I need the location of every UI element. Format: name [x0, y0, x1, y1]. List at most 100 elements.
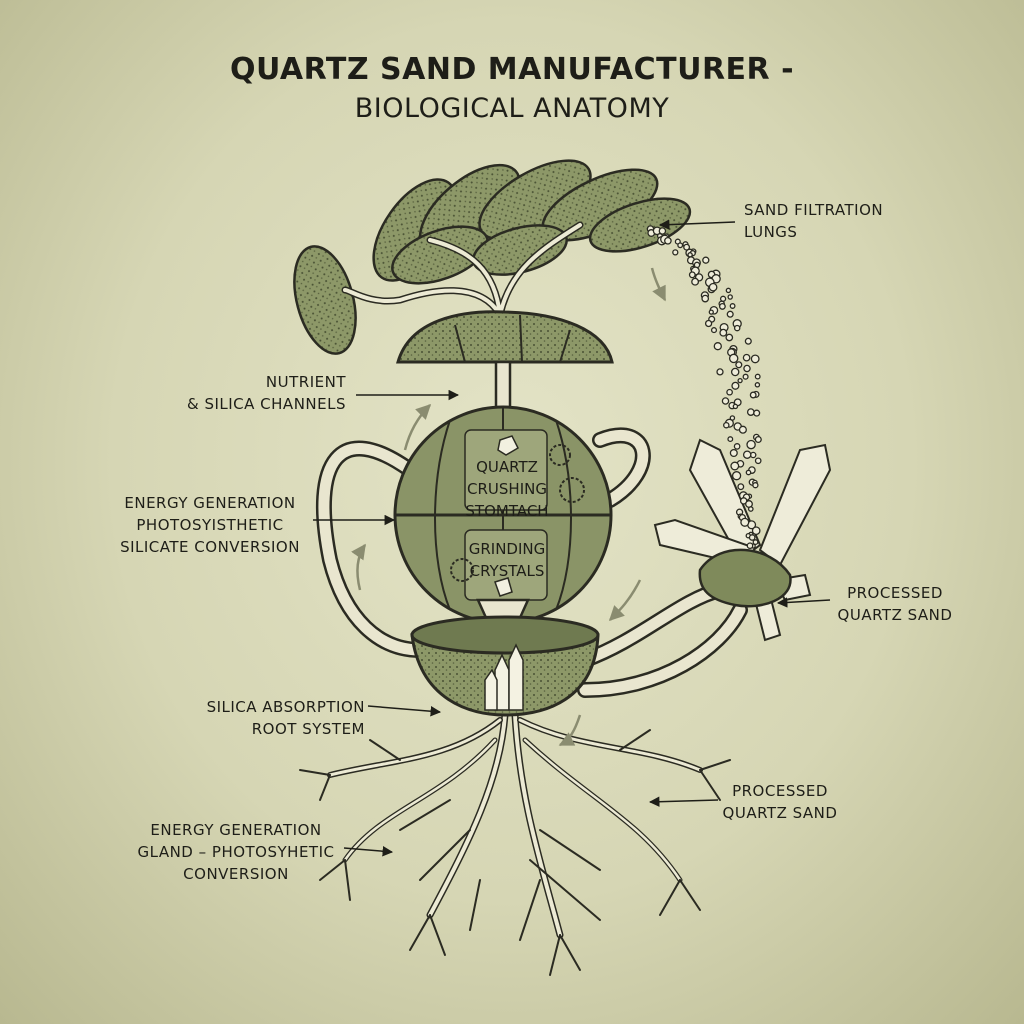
sand-grain: [677, 242, 684, 249]
stomach-label-line-3: STOMTACH: [465, 502, 549, 520]
sand-grain: [729, 303, 736, 309]
label-energy-gland-line-3: CONVERSION: [183, 865, 289, 883]
sand-grain: [749, 391, 757, 399]
label-processed-sand-top-line-1: PROCESSED: [847, 584, 943, 602]
sand-grain: [733, 443, 741, 450]
sand-grain: [746, 439, 756, 450]
label-energy-generation-top-line-1: ENERGY GENERATION: [124, 494, 296, 512]
sand-grain: [718, 302, 726, 310]
sand-grain: [752, 482, 759, 489]
side-tubes: [315, 427, 748, 698]
sand-grain: [723, 421, 730, 429]
sand-grain: [702, 256, 710, 264]
root-system: [299, 711, 731, 976]
sand-grain: [664, 236, 672, 245]
sand-grain: [727, 436, 734, 443]
absorption-bowl: [410, 615, 600, 717]
sand-grain: [754, 435, 762, 444]
sand-grain: [721, 397, 730, 405]
sand-grain: [753, 409, 761, 417]
label-processed-sand-top-line-2: QUARTZ SAND: [837, 606, 953, 624]
stomach-sphere: [393, 405, 613, 625]
label-silica-absorption-line-1: SILICA ABSORPTION: [206, 698, 365, 716]
sand-stream: [646, 225, 762, 550]
sand-grain: [672, 249, 679, 256]
sand-grain: [725, 287, 732, 294]
label-nutrient-channels: NUTRIENT & SILICA CHANNELS: [150, 371, 346, 415]
crystal-base: [698, 548, 792, 608]
sand-grain: [754, 373, 761, 380]
sand-grain: [710, 327, 718, 334]
label-silica-absorption: SILICA ABSORPTION ROOT SYSTEM: [175, 696, 365, 740]
sand-grain: [743, 364, 751, 373]
label-sand-filtration-line-1: SAND FILTRATION: [744, 201, 884, 219]
sand-grain: [719, 295, 727, 302]
sand-grain: [687, 252, 693, 258]
page-title: QUARTZ SAND MANUFACTURER -: [229, 52, 795, 87]
sand-grain: [726, 310, 734, 318]
label-sand-filtration-line-2: LUNGS: [744, 223, 798, 241]
sand-grain: [754, 382, 761, 388]
sand-grain: [746, 408, 755, 416]
sand-grain: [738, 425, 747, 434]
sand-grain: [747, 506, 754, 512]
sand-grain: [742, 353, 751, 362]
sand-grain: [748, 534, 756, 541]
sand-grain: [730, 461, 740, 471]
sand-grain: [716, 368, 724, 376]
sand-grain: [708, 309, 714, 315]
sand-grain: [742, 450, 752, 459]
label-processed-sand-top: PROCESSED QUARTZ SAND: [830, 582, 960, 626]
sand-grain: [735, 361, 743, 369]
sand-grain: [745, 469, 752, 476]
sand-grain: [729, 448, 738, 458]
sand-grain: [725, 333, 734, 342]
label-energy-gland-line-2: GLAND – PHOTOSYHETIC: [137, 843, 335, 861]
flow-arrows: [351, 267, 667, 747]
sand-grain: [750, 354, 760, 364]
stomach-label-line-1: QUARTZ: [476, 458, 538, 476]
sand-grain: [719, 328, 728, 337]
page-subtitle: BIOLOGICAL ANATOMY: [354, 93, 670, 124]
title-block: QUARTZ SAND MANUFACTURER - BIOLOGICAL AN…: [0, 52, 1024, 124]
sand-grain: [704, 319, 713, 328]
leader-lines: [313, 219, 831, 857]
sand-grain: [728, 353, 739, 364]
label-processed-sand-bottom-line-2: QUARTZ SAND: [722, 804, 838, 822]
leaf-stems: [341, 221, 584, 319]
sand-grain: [726, 388, 733, 396]
central-channel: [494, 360, 512, 412]
sand-grain: [751, 526, 761, 536]
stomach-label-line-2: CRUSHING: [467, 480, 547, 498]
sand-grain: [701, 294, 710, 303]
sand-grain: [688, 271, 696, 279]
sand-grain: [737, 483, 745, 491]
stomach-label: QUARTZ CRUSHING STOMTACH: [462, 456, 552, 522]
sand-grain: [731, 471, 742, 481]
sand-grain: [708, 282, 718, 292]
sand-grain: [737, 377, 743, 384]
label-nutrient-channels-line-2: & SILICA CHANNELS: [186, 395, 346, 413]
label-energy-gland-line-1: ENERGY GENERATION: [150, 821, 322, 839]
label-processed-sand-bottom: PROCESSED QUARTZ SAND: [715, 780, 845, 824]
grinding-label-line-2: CRYSTALS: [469, 562, 545, 580]
sand-grain: [754, 457, 762, 465]
label-silica-absorption-line-2: ROOT SYSTEM: [251, 720, 365, 738]
sand-grain: [691, 277, 700, 286]
label-energy-gland: ENERGY GENERATION GLAND – PHOTOSYHETIC C…: [130, 819, 342, 885]
sand-grain: [727, 294, 733, 300]
label-energy-generation-top-line-2: PHOTOSYISTHETIC: [136, 516, 284, 534]
label-nutrient-channels-line-1: NUTRIENT: [265, 373, 346, 391]
top-dome: [396, 310, 614, 364]
label-processed-sand-bottom-line-1: PROCESSED: [732, 782, 828, 800]
sand-grain: [744, 337, 752, 345]
sand-grain: [730, 367, 740, 377]
sand-grain: [746, 542, 754, 550]
label-sand-filtration: SAND FILTRATION LUNGS: [744, 199, 883, 243]
sand-grain: [752, 539, 759, 546]
sand-grain: [731, 381, 740, 390]
sand-grain: [713, 342, 722, 351]
sand-grain: [742, 373, 749, 380]
label-energy-generation-top-line-3: SILICATE CONVERSION: [120, 538, 300, 556]
